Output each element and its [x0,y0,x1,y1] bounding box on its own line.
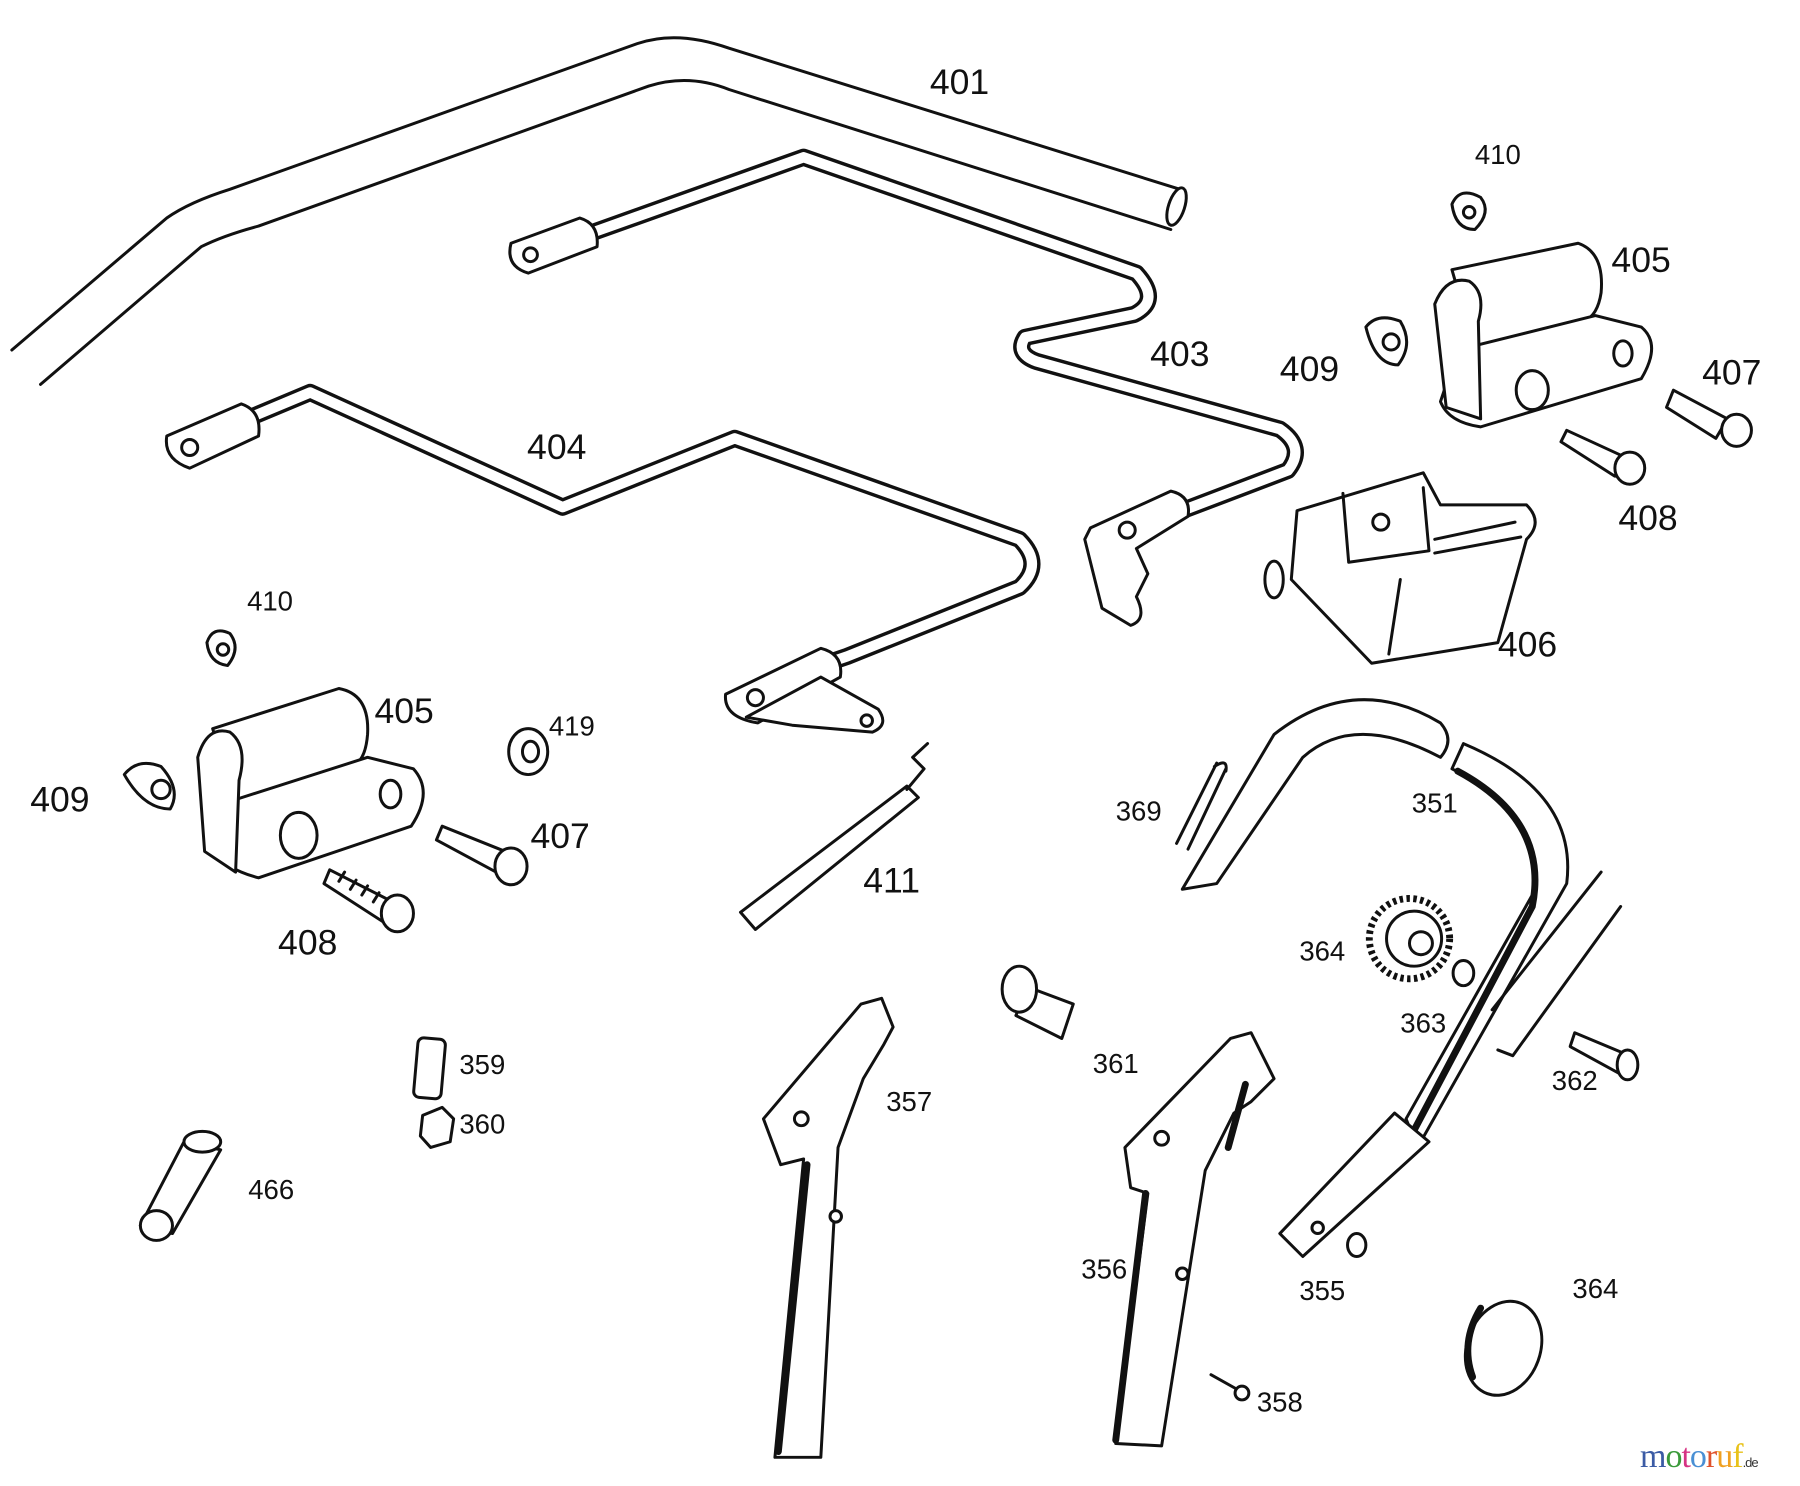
part-355-washer [1346,1232,1368,1258]
part-410-clip-left [205,629,237,668]
part-408-screw-right [1559,428,1647,486]
label-359: 359 [459,1049,505,1080]
part-411-rod [739,742,930,931]
label-407-left: 407 [531,816,590,856]
label-369: 369 [1116,795,1162,826]
watermark-letter: o [1665,1438,1682,1475]
part-406-cover [1263,471,1537,665]
label-364-knob: 364 [1572,1273,1618,1304]
label-419: 419 [549,711,595,742]
label-408-left: 408 [278,923,337,963]
part-364-gear [1365,895,1454,983]
part-466-tube [138,1129,223,1242]
label-405-right: 405 [1611,240,1670,280]
label-466: 466 [248,1174,294,1205]
label-410-left: 410 [247,585,293,616]
part-408-screw-left [322,868,415,934]
motoruf-watermark-logo: motoruf.de [1640,1438,1759,1476]
watermark-letter: m [1640,1438,1666,1475]
watermark-letter: f [1732,1438,1743,1475]
label-361: 361 [1093,1048,1139,1079]
label-409-right: 409 [1280,349,1339,389]
label-355: 355 [1299,1275,1345,1306]
label-403: 403 [1150,334,1209,374]
part-369-spring [1175,761,1228,851]
label-401: 401 [930,62,989,102]
watermark-letter: u [1716,1438,1733,1475]
part-360-fastener [418,1105,456,1149]
label-356: 356 [1081,1253,1127,1284]
part-351-handle [1180,698,1623,1258]
part-357-side-plate [761,996,895,1459]
part-356-side-plate [1112,1031,1276,1448]
watermark-letter: r [1705,1438,1717,1475]
label-404: 404 [527,427,586,467]
part-358-screw [1209,1373,1251,1402]
part-405-bracket-right [1433,241,1654,429]
label-409-left: 409 [30,779,89,819]
label-358: 358 [1257,1386,1303,1417]
part-409-nut-right [1364,316,1409,367]
part-401-handle-bar [10,36,1188,386]
label-362: 362 [1552,1065,1598,1096]
label-410-right: 410 [1475,139,1521,170]
part-407-pin-right [1665,388,1753,448]
part-419-washer [507,727,550,777]
part-364-knob [1463,1299,1544,1397]
label-407-right: 407 [1702,352,1761,392]
label-406: 406 [1498,624,1557,664]
label-411: 411 [863,861,920,901]
part-361-bolt [1000,964,1075,1040]
watermark-letter: o [1689,1438,1707,1475]
part-410-clip-right [1450,191,1487,231]
part-405-bracket-left [196,687,425,880]
part-363-washer [1451,958,1476,988]
part-403-rod [508,148,1304,627]
label-357: 357 [886,1086,932,1117]
label-405-left: 405 [374,691,433,731]
label-364-gear: 364 [1299,935,1345,966]
watermark-letter: t [1681,1438,1691,1475]
label-408-right: 408 [1618,498,1677,538]
label-351: 351 [1412,787,1458,818]
part-359-clip [412,1036,447,1101]
watermark-suffix: .de [1742,1455,1759,1470]
part-409-nut-left [122,761,176,811]
label-363: 363 [1400,1008,1446,1039]
part-362-bolt [1568,1031,1640,1082]
part-407-pin-left [434,824,529,887]
label-360: 360 [459,1109,505,1140]
part-404-rod [164,383,1041,734]
